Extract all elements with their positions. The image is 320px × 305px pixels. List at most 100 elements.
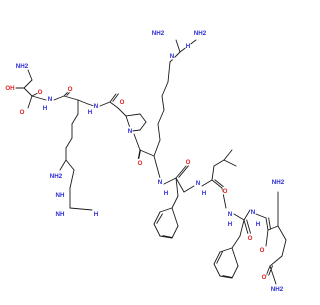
- bond-line: [265, 229, 269, 247]
- bond-line: [223, 149, 233, 161]
- atom-label-nh-guan1-b: NH: [56, 192, 65, 199]
- atom-label-background: [271, 177, 285, 186]
- atom-label-background: [227, 219, 233, 228]
- atom-label-nh-phe1-leu: N: [196, 180, 201, 187]
- double-bond-line: [246, 219, 252, 234]
- atom-label-h-guan1: H: [94, 211, 99, 218]
- atom-label-background: [93, 101, 99, 110]
- atom-label-background: [55, 209, 65, 218]
- bond-line: [161, 95, 165, 111]
- bond-line: [167, 61, 171, 83]
- double-bond-line: [156, 213, 163, 224]
- atom-label-background: [49, 171, 63, 180]
- bond-line: [157, 109, 165, 125]
- bond-line: [239, 219, 245, 237]
- double-bond-line: [178, 165, 189, 178]
- bond-line: [65, 159, 75, 171]
- bond-line: [159, 207, 173, 213]
- atom-label-background: [261, 272, 267, 281]
- bond-line: [265, 217, 269, 231]
- bond-line: [131, 129, 141, 132]
- atom-label-nh-phe2-gln: N: [251, 209, 256, 216]
- atom-label-background: [195, 178, 201, 187]
- bond-line: [163, 177, 177, 185]
- atom-label-background: [137, 158, 143, 167]
- atom-label-o-asn-amide: O: [20, 109, 25, 116]
- atom-label-background: [227, 209, 233, 218]
- bond-line: [153, 211, 161, 225]
- double-bond-line: [216, 251, 224, 264]
- bond-line: [69, 207, 93, 211]
- bond-line: [23, 79, 33, 89]
- bond-line: [137, 149, 141, 161]
- atom-label-background: [157, 177, 163, 186]
- atom-label-background: [201, 188, 207, 197]
- atom-label-o-phe2: O: [248, 235, 253, 242]
- bond-line: [231, 247, 239, 267]
- double-bond-line: [112, 93, 119, 102]
- bond-line: [175, 39, 181, 53]
- bond-line: [281, 239, 287, 257]
- atom-label-background: [185, 157, 191, 166]
- atom-label-background: [37, 87, 43, 96]
- bond-line: [213, 251, 221, 265]
- atom-label-nh-guan2: N: [170, 53, 175, 60]
- bond-line: [133, 133, 141, 151]
- bond-line: [77, 99, 89, 105]
- bond-line: [27, 69, 33, 81]
- bond-line: [223, 159, 237, 167]
- bond-line: [69, 169, 75, 189]
- bond-line: [59, 159, 67, 171]
- bond-line: [117, 107, 127, 117]
- bond-line: [125, 115, 131, 129]
- bond-line: [171, 225, 179, 239]
- double-bond-line: [138, 149, 142, 160]
- atom-label-nh-asn-arg: N: [48, 96, 53, 103]
- bond-line: [175, 165, 187, 179]
- bond-line: [53, 95, 65, 101]
- bond-line: [139, 149, 155, 157]
- atom-label-background: [55, 190, 65, 199]
- atom-label-h-arg2-phe: H: [164, 190, 169, 197]
- double-bond-line: [268, 265, 274, 276]
- bond-line: [255, 213, 267, 219]
- atom-label-h-arg1: H: [88, 109, 93, 116]
- atom-label-background: [185, 41, 191, 50]
- bond-line: [169, 51, 181, 63]
- atom-label-h-leu-phe2: H: [228, 221, 233, 228]
- bond-line: [23, 87, 33, 97]
- bond-line: [157, 123, 161, 141]
- atom-label-o-gln-amide: O: [262, 274, 267, 281]
- atom-label-h-asn: H: [43, 105, 48, 112]
- atom-label-o-gln: O: [260, 247, 265, 254]
- bond-line: [139, 121, 147, 131]
- bond-line: [219, 247, 233, 253]
- bond-line: [267, 225, 279, 231]
- bond-line: [109, 101, 119, 109]
- atom-label-background: [259, 245, 265, 254]
- bond-line: [175, 177, 179, 197]
- atom-label-o-acid: O: [38, 89, 43, 96]
- atom-label-background: [42, 103, 48, 112]
- bond-line: [243, 209, 251, 221]
- atom-label-nh-guan1-c: NH: [56, 211, 65, 218]
- atom-label-o-leu: O: [223, 188, 228, 195]
- atom-label-nh2-guan2-a: NH2: [152, 30, 165, 37]
- atom-label-background: [222, 186, 228, 195]
- atom-label-nh2-guan1-a: NH2: [50, 173, 63, 180]
- bond-line: [99, 101, 111, 107]
- atom-label-background: [87, 107, 93, 116]
- atom-label-background: [15, 61, 29, 70]
- bond-line: [159, 235, 173, 239]
- atom-label-o-phe1: O: [186, 159, 191, 166]
- bond-line: [153, 155, 161, 179]
- bond-line: [231, 265, 239, 279]
- bond-line: [171, 207, 179, 227]
- atom-label-nh2-gln-alpha: NH2: [272, 179, 285, 186]
- bond-line: [231, 235, 241, 249]
- atom-label-nh2-guan2-b: NH2: [194, 30, 207, 37]
- atom-label-h-phe1-leu: H: [202, 190, 207, 197]
